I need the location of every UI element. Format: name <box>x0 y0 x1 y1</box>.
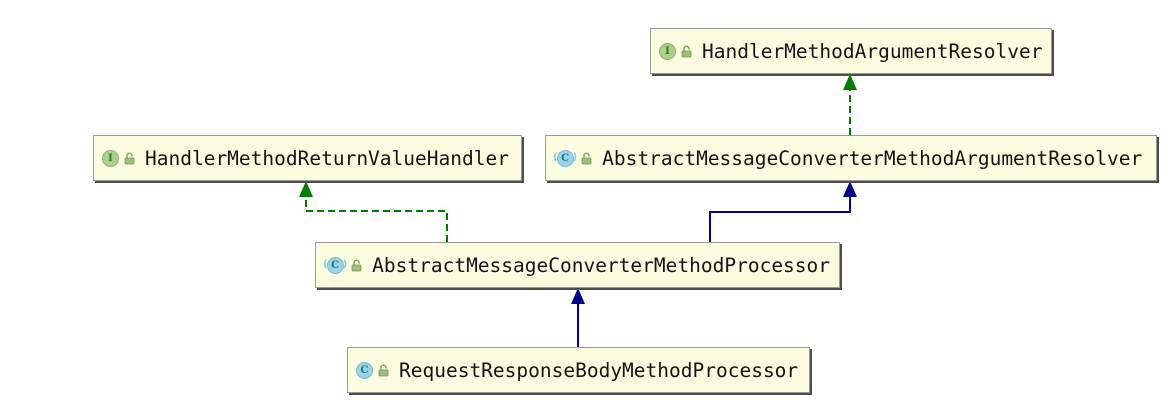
public-unlocked-padlock-icon <box>123 152 136 165</box>
public-unlocked-padlock-icon <box>580 152 593 165</box>
edge-implements-argresolver-to-handlermethodargumentresolver <box>843 74 857 135</box>
public-unlocked-padlock-icon <box>680 45 693 58</box>
public-unlocked-padlock-icon <box>350 259 363 272</box>
class-name-label: HandlerMethodArgumentResolver <box>702 39 1043 63</box>
class-icon: C <box>356 361 373 379</box>
class-node-abstract-message-converter-method-processor[interactable]: (C) AbstractMessageConverterMethodProces… <box>315 242 840 288</box>
class-name-label: HandlerMethodReturnValueHandler <box>145 146 509 170</box>
abstract-class-icon: (C) <box>553 149 577 167</box>
class-node-handler-method-return-value-handler[interactable]: I HandlerMethodReturnValueHandler <box>93 135 522 181</box>
edge-extends-requestresponsebody-to-processor <box>571 288 585 347</box>
abstract-class-icon: (C) <box>323 256 347 274</box>
edge-implements-processor-to-handlermethodreturnvaluehandler <box>299 181 448 242</box>
class-node-handler-method-argument-resolver[interactable]: I HandlerMethodArgumentResolver <box>650 28 1052 74</box>
class-node-request-response-body-method-processor[interactable]: C RequestResponseBodyMethodProcessor <box>347 347 810 393</box>
interface-icon: I <box>659 42 676 60</box>
class-name-label: AbstractMessageConverterMethodProcessor <box>372 253 831 277</box>
edge-extends-processor-to-argresolver <box>709 181 857 242</box>
class-name-label: RequestResponseBodyMethodProcessor <box>399 358 799 382</box>
public-unlocked-padlock-icon <box>377 364 390 377</box>
interface-icon: I <box>102 149 119 167</box>
class-name-label: AbstractMessageConverterMethodArgumentRe… <box>602 146 1143 170</box>
class-node-abstract-message-converter-method-argument-resolver[interactable]: (C) AbstractMessageConverterMethodArgume… <box>545 135 1157 181</box>
